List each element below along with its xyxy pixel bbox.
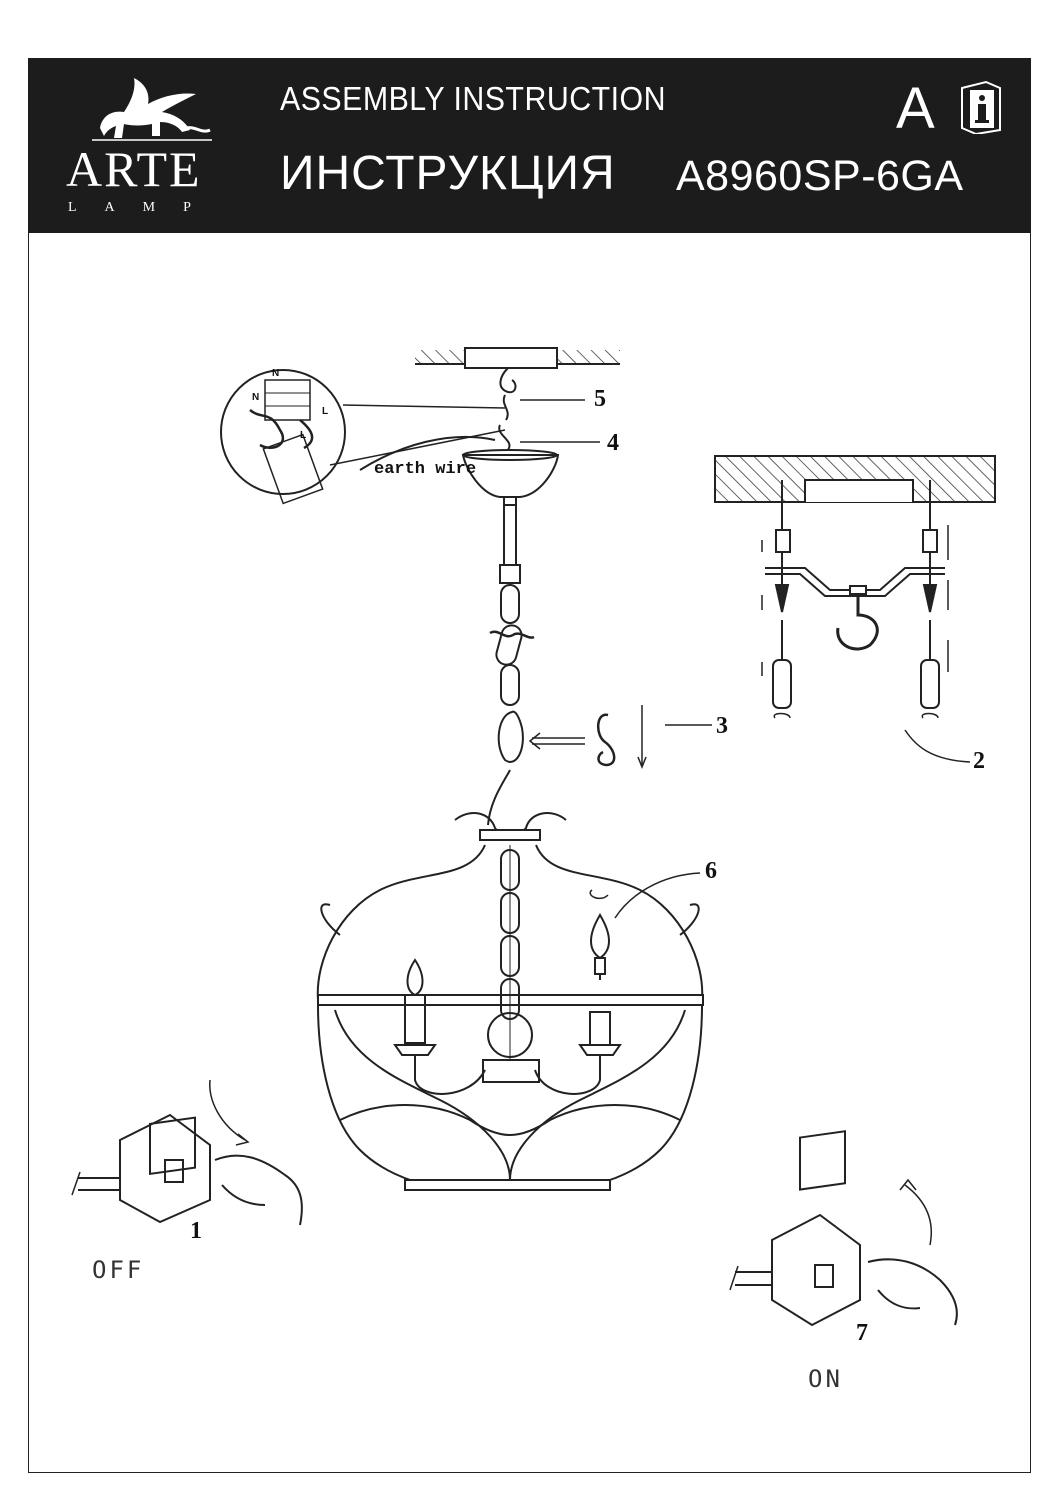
griffin-logo	[92, 78, 212, 141]
wall-switch-off	[71, 1079, 303, 1226]
candle-left	[393, 958, 486, 1095]
switch-off-label: OFF	[92, 1256, 145, 1284]
model-number: A8960SP-6GA	[676, 152, 964, 200]
callout-4: 4	[607, 430, 619, 456]
wire-label-n: N	[272, 368, 280, 379]
wire-label-n: N	[252, 392, 260, 403]
info-manual-icon	[961, 80, 1001, 134]
wire-label-l: L	[300, 430, 307, 441]
callout-5: 5	[594, 386, 606, 412]
s-hook	[528, 705, 647, 770]
brand-name: ARTE	[66, 141, 202, 197]
callout-7: 7	[856, 1320, 868, 1346]
earth-wire-label: earth wire	[374, 460, 477, 479]
candle-right	[534, 1011, 622, 1095]
callout-2: 2	[973, 748, 985, 774]
header-bar: ARTE LAMP ASSEMBLY INSTRUCTION ИНСТРУКЦИ…	[28, 58, 1031, 233]
wire-label-l: L	[322, 406, 329, 417]
canopy	[461, 449, 560, 506]
wall-switch-on	[729, 1130, 958, 1327]
earth-wire	[359, 435, 496, 471]
title-russian: ИНСТРУКЦИЯ	[280, 147, 616, 200]
brand-sub: LAMP	[68, 200, 219, 215]
callout-leaders	[520, 399, 971, 919]
terminal-block-detail	[220, 369, 506, 505]
pendant-lamp	[316, 769, 704, 1191]
class-letter: A	[896, 76, 935, 141]
rod	[499, 505, 521, 584]
carabiner	[497, 710, 524, 763]
chain	[489, 584, 535, 706]
bulb-icon	[589, 889, 610, 980]
switch-on-label: ON	[808, 1365, 843, 1393]
mounting-bracket-detail	[714, 455, 996, 719]
callout-6: 6	[705, 858, 717, 884]
callout-1: 1	[190, 1218, 202, 1244]
ceiling	[415, 347, 620, 369]
ceiling-hook	[498, 367, 517, 451]
title-english: ASSEMBLY INSTRUCTION	[280, 80, 666, 117]
callout-3: 3	[716, 713, 728, 739]
